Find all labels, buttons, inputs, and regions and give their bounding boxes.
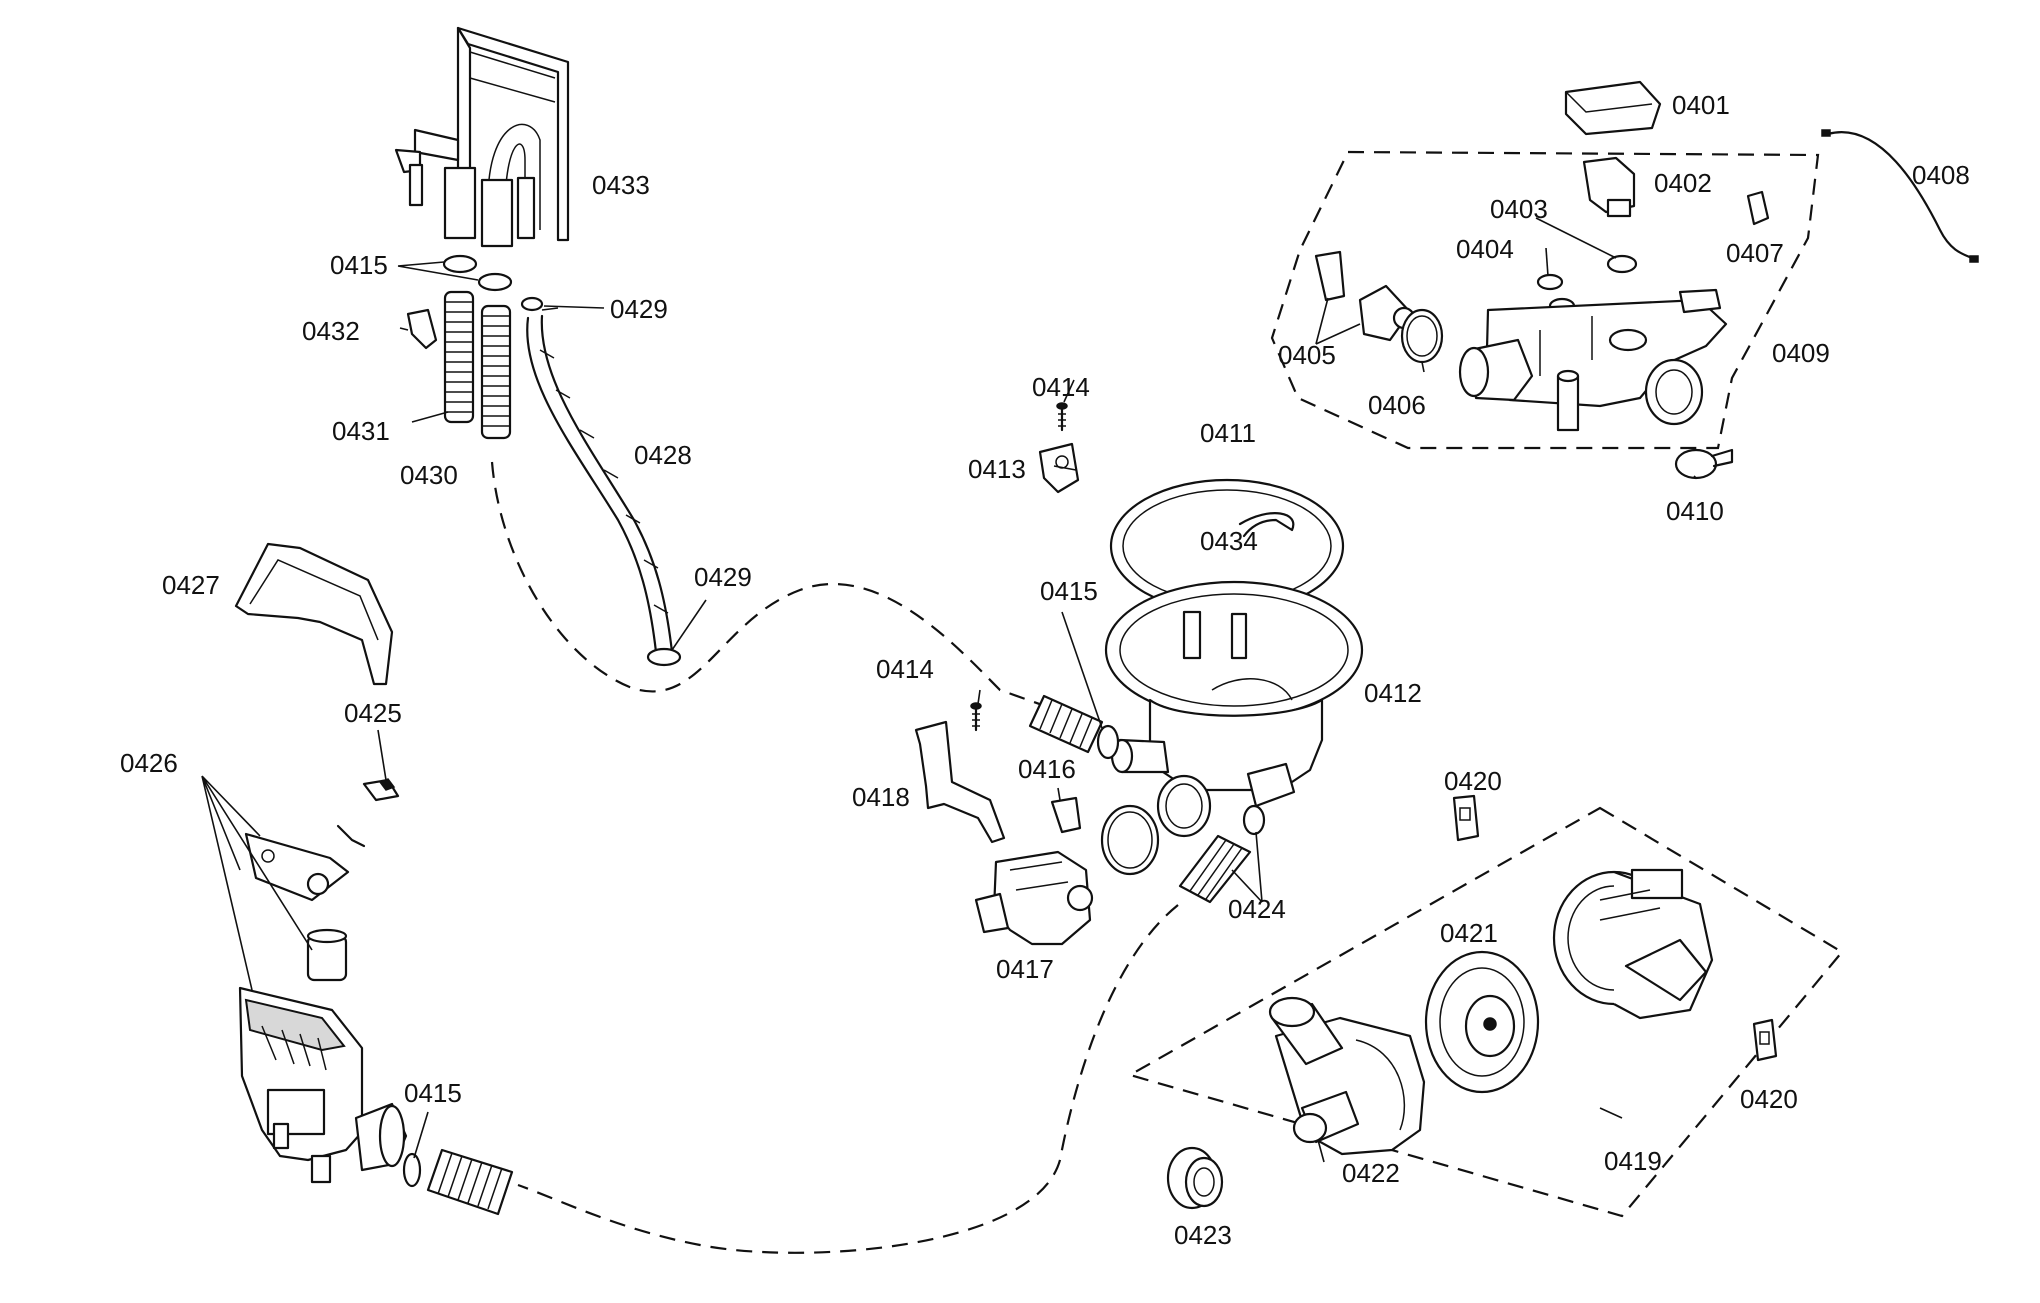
- part-0409-valve-assembly: [1458, 288, 1728, 432]
- part-0433-breather: [394, 26, 570, 248]
- part-0429-clamp-bottom: [646, 647, 682, 667]
- label-0406: 0406: [1368, 390, 1426, 420]
- label-0428: 0428: [634, 440, 692, 470]
- label-0404: 0404: [1456, 234, 1514, 264]
- part-0429-clamp-top: [520, 296, 544, 312]
- label-0415-center: 0415: [1040, 576, 1098, 606]
- label-0426: 0426: [120, 748, 178, 778]
- part-ring-large: [1100, 804, 1160, 876]
- assembly-outline-0419: [1127, 806, 1844, 1218]
- part-0408-wire: [1821, 129, 1979, 263]
- part-0420-clip-top: [1452, 794, 1480, 842]
- label-0434: 0434: [1200, 526, 1258, 556]
- part-0415-rings-top: [442, 254, 513, 292]
- part-0427-cover: [234, 542, 394, 686]
- part-0421-impeller: [1424, 950, 1540, 1094]
- assembly-outline-0409: [1270, 150, 1820, 450]
- part-lower-corrugated-hose: [426, 1148, 514, 1216]
- label-0401: 0401: [1672, 90, 1730, 120]
- label-0429-top: 0429: [610, 294, 668, 324]
- leader-lines: [201, 217, 1697, 1163]
- part-0431-hose: [443, 290, 475, 424]
- label-0420-top: 0420: [1444, 766, 1502, 796]
- label-0403: 0403: [1490, 194, 1548, 224]
- label-0433: 0433: [592, 170, 650, 200]
- part-0415-center-hose: [1028, 694, 1120, 760]
- part-0418-bracket: [914, 720, 1006, 844]
- part-0414-screw-top: [1056, 402, 1068, 432]
- part-0413-clip: [1038, 442, 1080, 494]
- part-0414-screw-mid: [970, 702, 982, 732]
- part-0402-sensor: [1582, 156, 1636, 218]
- part-0406-ring: [1400, 308, 1444, 364]
- label-0430: 0430: [400, 460, 458, 490]
- part-0401-cap: [1564, 80, 1662, 136]
- label-0424: 0424: [1228, 894, 1286, 924]
- part-0425-clip: [362, 778, 400, 802]
- label-0418: 0418: [852, 782, 910, 812]
- label-0415-bottom: 0415: [404, 1078, 462, 1108]
- part-labels: 0401 0402 0403 0404 0405 0406 0407 0408 …: [120, 90, 1970, 1250]
- part-0424-hose: [1178, 804, 1266, 904]
- part-0432-clip: [406, 308, 438, 350]
- label-0425: 0425: [344, 698, 402, 728]
- part-0426-bracket: [244, 824, 366, 902]
- part-0419-motor: [1552, 868, 1714, 1020]
- label-0408: 0408: [1912, 160, 1970, 190]
- label-0414-top: 0414: [1032, 372, 1090, 402]
- label-0405: 0405: [1278, 340, 1336, 370]
- part-0423-grommet: [1166, 1146, 1224, 1210]
- label-0416: 0416: [1018, 754, 1076, 784]
- label-0420-bottom: 0420: [1740, 1084, 1798, 1114]
- part-0403-ring: [1606, 254, 1638, 274]
- label-0417: 0417: [996, 954, 1054, 984]
- part-0422-pump-housing: [1268, 996, 1426, 1156]
- part-0415-ring-bottom: [402, 1152, 422, 1188]
- part-0420-clip-bottom: [1752, 1018, 1778, 1062]
- part-0412-sump: [1104, 580, 1364, 838]
- part-0416-clip: [1050, 796, 1082, 834]
- label-0419: 0419: [1604, 1146, 1662, 1176]
- label-0432: 0432: [302, 316, 360, 346]
- part-0430-hose: [480, 304, 512, 440]
- label-0414-mid: 0414: [876, 654, 934, 684]
- label-0422: 0422: [1342, 1158, 1400, 1188]
- label-0421: 0421: [1440, 918, 1498, 948]
- part-0405-valve: [1314, 250, 1416, 342]
- part-0426-valve-body: [238, 986, 408, 1184]
- hose-route-upper: [490, 461, 1063, 714]
- label-0412: 0412: [1364, 678, 1422, 708]
- label-0415-top: 0415: [330, 250, 388, 280]
- label-0410: 0410: [1666, 496, 1724, 526]
- part-0410-clamp: [1674, 448, 1734, 480]
- label-0429-bottom: 0429: [694, 562, 752, 592]
- label-0427: 0427: [162, 570, 220, 600]
- label-0423: 0423: [1174, 1220, 1232, 1250]
- label-0413: 0413: [968, 454, 1026, 484]
- hose-route-lower: [517, 904, 1179, 1254]
- part-0426-cap: [306, 928, 348, 982]
- label-0402: 0402: [1654, 168, 1712, 198]
- label-0409: 0409: [1772, 338, 1830, 368]
- part-0417-pump: [974, 850, 1094, 946]
- label-0407: 0407: [1726, 238, 1784, 268]
- part-0428-hose: [526, 314, 674, 654]
- part-0434-clip: [1238, 512, 1295, 538]
- label-0431: 0431: [332, 416, 390, 446]
- part-0407-clip: [1746, 190, 1770, 226]
- label-0411: 0411: [1200, 418, 1256, 448]
